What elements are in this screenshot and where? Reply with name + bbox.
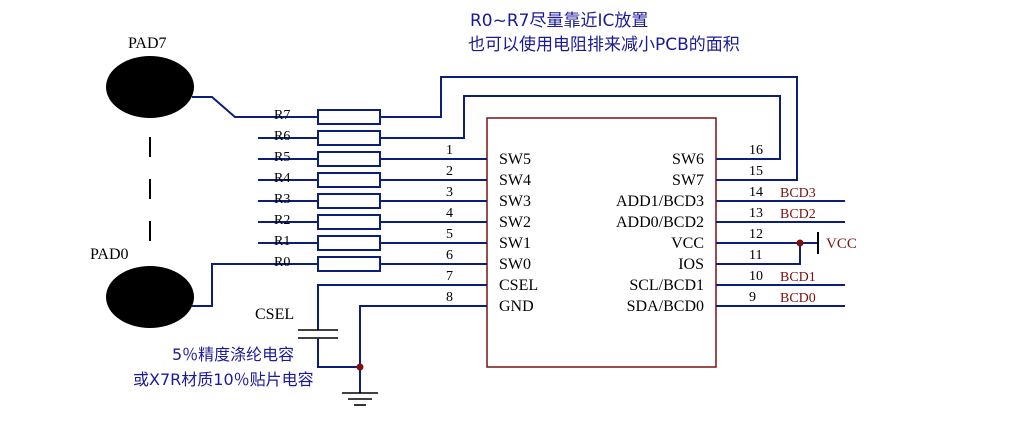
r7-route-wire — [380, 76, 798, 181]
pin-number-5: 5 — [446, 227, 453, 242]
pin-number-16: 16 — [749, 143, 763, 158]
pad0-electrode — [106, 266, 194, 328]
pin-name-add0-bcd2: ADD0/BCD2 — [616, 214, 704, 231]
ios-to-vcc-wire — [720, 243, 801, 265]
pin-name-scl-bcd1: SCL/BCD1 — [629, 277, 704, 294]
pin-name-sw6: SW6 — [672, 151, 704, 168]
note-cap-precision: 5％精度涤纶电容 — [172, 345, 294, 364]
pin-number-8: 8 — [446, 290, 453, 305]
pin-name-sw7: SW7 — [672, 172, 704, 189]
pin-name-csel: CSEL — [499, 277, 538, 294]
pin-name-sw5: SW5 — [499, 151, 531, 168]
note-resistor-array: 也可以使用电阻排来减小PCB的面积 — [468, 34, 740, 55]
vcc-label: VCC — [826, 236, 857, 252]
pad7-label: PAD7 — [128, 35, 167, 52]
pin-name-sw0: SW0 — [499, 256, 531, 273]
r6-route-wire — [380, 95, 781, 160]
net-label-bcd3: BCD3 — [780, 186, 816, 201]
pin-number-4: 4 — [446, 206, 453, 221]
pin-number-14: 14 — [749, 185, 763, 200]
gnd-pin-wire — [359, 305, 487, 393]
resistor-r7 — [317, 109, 381, 125]
pin-name-sw2: SW2 — [499, 214, 531, 231]
net-label-bcd2: BCD2 — [780, 207, 816, 222]
vcc-junction-dot — [796, 239, 804, 247]
resistor-r0 — [317, 256, 381, 272]
pin-number-3: 3 — [446, 185, 453, 200]
pin-name-sw4: SW4 — [499, 172, 531, 189]
pad0-label: PAD0 — [90, 246, 129, 263]
pin-name-add1-bcd3: ADD1/BCD3 — [616, 193, 704, 210]
resistor-r1 — [317, 235, 381, 251]
resistor-r6 — [317, 130, 381, 146]
pad0-wire — [192, 263, 318, 307]
ground-junction-dot — [356, 363, 364, 371]
note-cap-material: 或X7R材质10％贴片电容 — [133, 370, 314, 389]
csel-cap-label: CSEL — [255, 306, 294, 323]
resistor-label-r4: R4 — [274, 171, 290, 186]
resistor-r4 — [317, 172, 381, 188]
note-placement: R0~R7尽量靠近IC放置 — [470, 11, 648, 31]
pin-number-1: 1 — [446, 143, 453, 158]
resistor-label-r3: R3 — [274, 192, 290, 207]
net-label-bcd1: BCD1 — [780, 270, 816, 285]
resistor-label-r7: R7 — [274, 108, 290, 123]
resistor-label-r5: R5 — [274, 150, 290, 165]
net-label-bcd0: BCD0 — [780, 291, 816, 306]
resistor-label-r6: R6 — [274, 129, 290, 144]
resistor-r3 — [317, 193, 381, 209]
pin-number-10: 10 — [749, 269, 763, 284]
pin-number-12: 12 — [749, 227, 763, 242]
resistor-stub-wires — [258, 116, 318, 265]
pin-name-gnd: GND — [499, 298, 534, 315]
pin-number-2: 2 — [446, 164, 453, 179]
cap-ground-wire — [317, 338, 360, 368]
pin-number-7: 7 — [446, 269, 453, 284]
pin-number-15: 15 — [749, 164, 763, 179]
pin-number-11: 11 — [749, 248, 762, 263]
pin-number-9: 9 — [749, 290, 756, 305]
resistor-r5 — [317, 151, 381, 167]
resistor-label-r2: R2 — [274, 213, 290, 228]
pin-name-sw3: SW3 — [499, 193, 531, 210]
pin-name-sda-bcd0: SDA/BCD0 — [627, 298, 704, 315]
pin-number-6: 6 — [446, 248, 453, 263]
pin-name-vcc: VCC — [671, 235, 704, 252]
resistor-r2 — [317, 214, 381, 230]
resistor-label-r1: R1 — [274, 234, 290, 249]
pad7-electrode — [106, 56, 194, 118]
pin-name-ios: IOS — [678, 256, 704, 273]
pin-name-sw1: SW1 — [499, 235, 531, 252]
pin-number-13: 13 — [749, 206, 763, 221]
pad7-wire — [192, 96, 318, 118]
csel-wire — [317, 284, 487, 330]
resistor-label-r0: R0 — [274, 255, 290, 270]
